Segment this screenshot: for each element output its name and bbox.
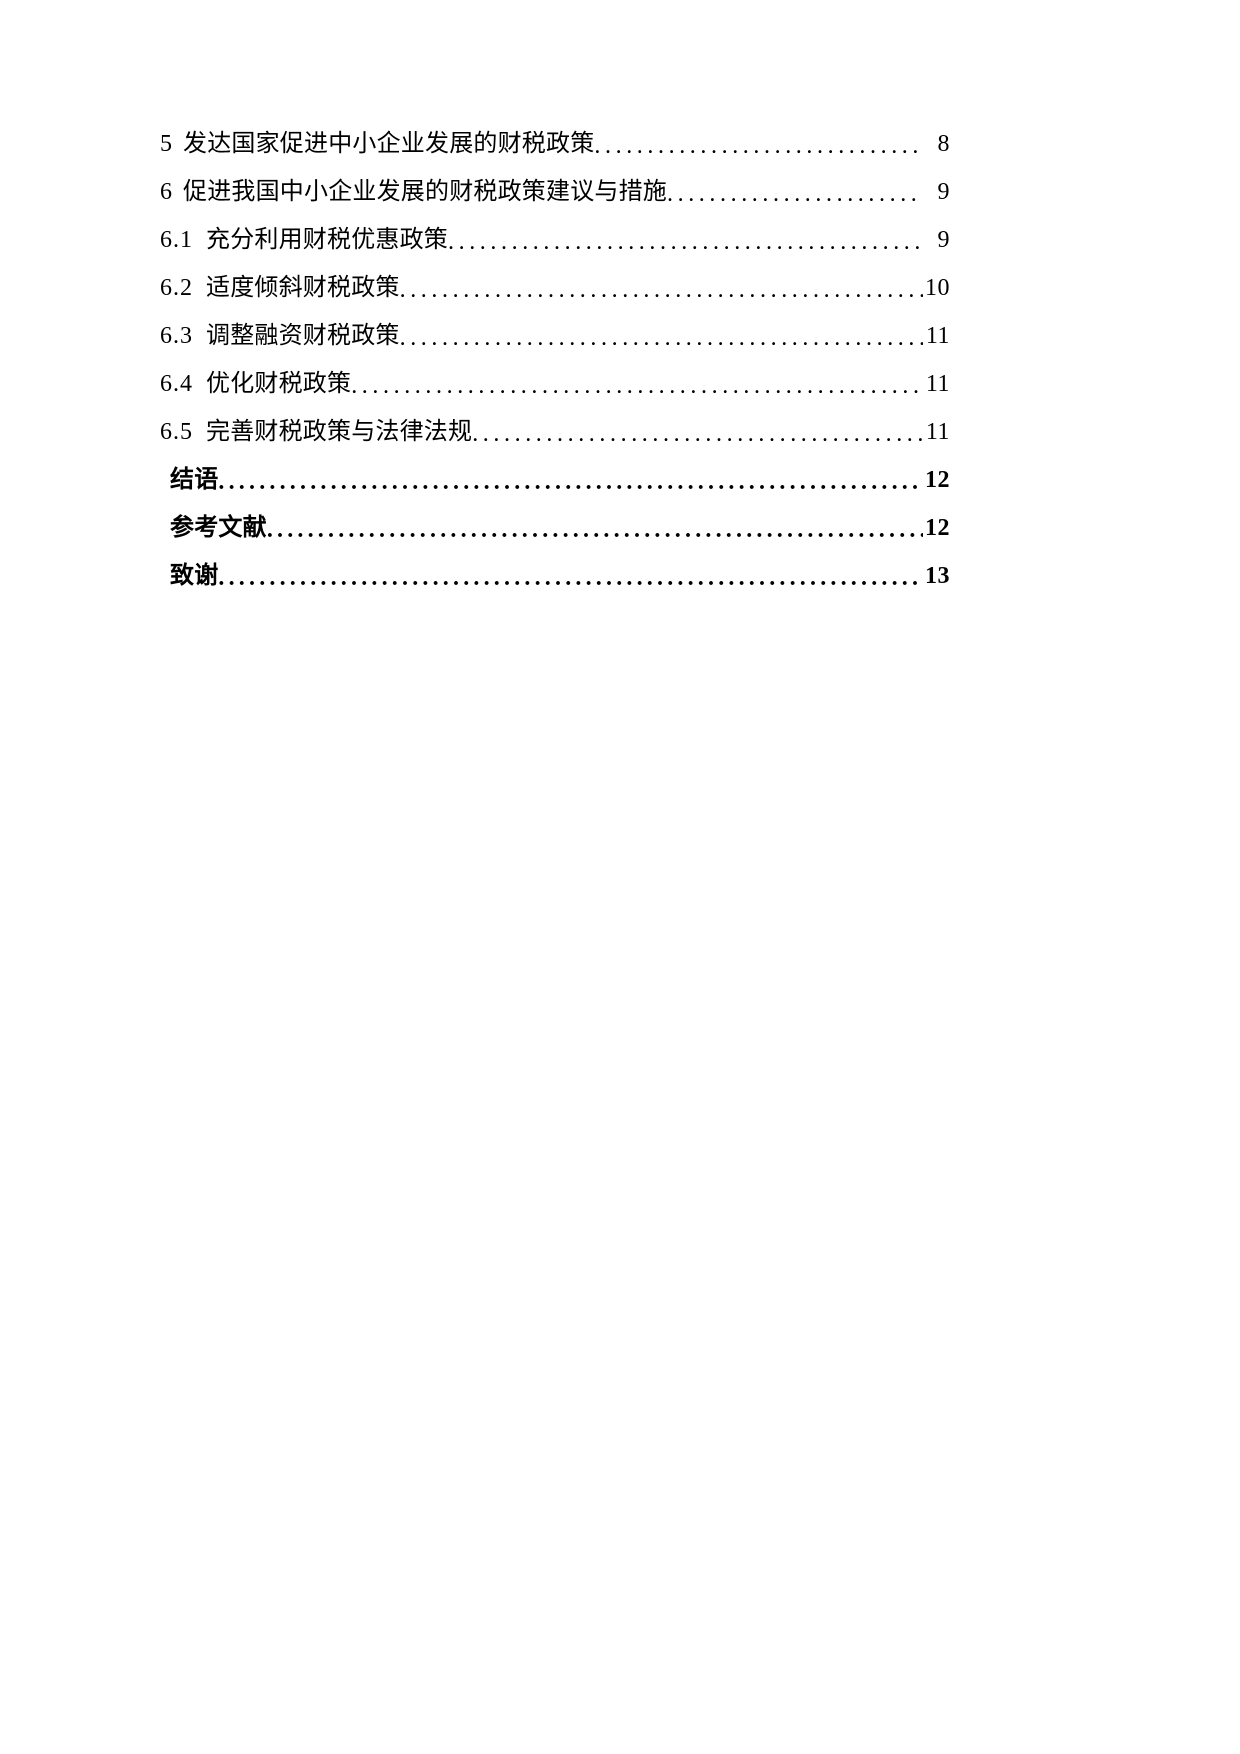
toc-entry[interactable]: 6.4 优化财税政策 11	[160, 360, 950, 408]
toc-entry[interactable]: 参考文献 12	[160, 504, 950, 552]
toc-dot-leader	[218, 564, 923, 588]
toc-entry-title: 调整融资财税政策	[206, 323, 400, 349]
toc-dot-leader	[218, 468, 923, 492]
toc-dot-leader	[594, 132, 923, 156]
toc-entry-number: 6.2	[160, 275, 193, 301]
toc-entry-title: 致谢	[170, 563, 219, 589]
toc-entry-title: 发达国家促进中小企业发展的财税政策	[183, 131, 595, 157]
toc-entry[interactable]: 6.2 适度倾斜财税政策 10	[160, 264, 950, 312]
toc-entry[interactable]: 6.5 完善财税政策与法律法规 11	[160, 408, 950, 456]
toc-entry-page-number: 13	[925, 563, 950, 589]
toc-dot-leader	[472, 420, 923, 444]
toc-entry-number: 5	[160, 131, 173, 157]
toc-entry-page-number: 11	[925, 419, 950, 445]
toc-entry-page-number: 9	[937, 227, 950, 253]
toc-entry-number: 6	[160, 179, 173, 205]
toc-entry-number: 6.1	[160, 227, 193, 253]
toc-entry-title: 促进我国中小企业发展的财税政策建议与措施	[183, 179, 667, 205]
toc-entry-page-number: 11	[925, 371, 950, 397]
toc-entry-title: 完善财税政策与法律法规	[206, 419, 473, 445]
toc-entry-title: 适度倾斜财税政策	[206, 275, 400, 301]
toc-entry-page-number: 10	[925, 275, 950, 301]
toc-entry[interactable]: 6 促进我国中小企业发展的财税政策建议与措施 9	[160, 168, 950, 216]
toc-entry-title: 充分利用财税优惠政策	[206, 227, 448, 253]
toc-dot-leader	[448, 228, 923, 252]
toc-entry[interactable]: 结语 12	[160, 456, 950, 504]
toc-entry-page-number: 12	[925, 515, 950, 541]
toc-entry-title: 结语	[170, 467, 219, 493]
toc-entry-page-number: 9	[937, 179, 950, 205]
toc-dot-leader	[351, 372, 923, 396]
toc-dot-leader	[267, 516, 923, 540]
toc-entry-number: 6.3	[160, 323, 193, 349]
toc-entry-page-number: 8	[937, 131, 950, 157]
toc-entry[interactable]: 6.1 充分利用财税优惠政策 9	[160, 216, 950, 264]
toc-entry-title: 优化财税政策	[206, 371, 352, 397]
toc-dot-leader	[400, 276, 923, 300]
table-of-contents: 5 发达国家促进中小企业发展的财税政策 8 6 促进我国中小企业发展的财税政策建…	[160, 120, 950, 600]
toc-entry[interactable]: 致谢 13	[160, 552, 950, 600]
toc-entry-page-number: 11	[925, 323, 950, 349]
toc-entry-page-number: 12	[925, 467, 950, 493]
toc-dot-leader	[667, 180, 923, 204]
toc-entry-title: 参考文献	[170, 515, 267, 541]
toc-dot-leader	[400, 324, 923, 348]
toc-entry-number: 6.4	[160, 371, 193, 397]
toc-entry[interactable]: 5 发达国家促进中小企业发展的财税政策 8	[160, 120, 950, 168]
toc-entry[interactable]: 6.3 调整融资财税政策 11	[160, 312, 950, 360]
toc-entry-number: 6.5	[160, 419, 193, 445]
